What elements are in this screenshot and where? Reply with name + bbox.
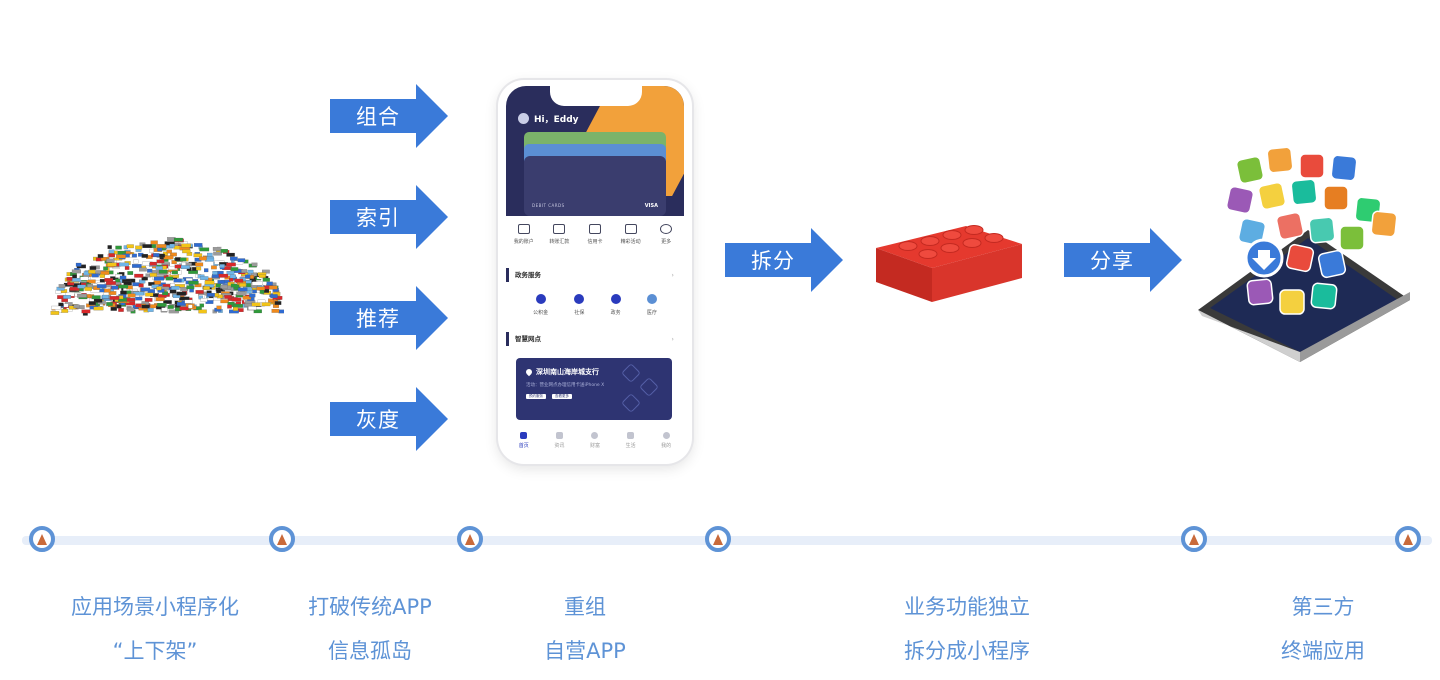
arrow-gray-release: 灰度 bbox=[330, 387, 448, 451]
bottom-tab-bar: 首页 资讯 财富 生活 我的 bbox=[506, 432, 684, 449]
hexagon-decor bbox=[621, 363, 641, 383]
timeline-node bbox=[1394, 525, 1422, 553]
location-pin-icon bbox=[524, 367, 534, 377]
arrow-label: 推荐 bbox=[356, 307, 400, 331]
news-icon bbox=[555, 432, 563, 439]
wealth-icon bbox=[591, 432, 599, 439]
life-icon bbox=[627, 432, 635, 439]
view-more-button[interactable]: 查看更多 bbox=[552, 394, 572, 399]
gift-icon bbox=[624, 224, 637, 234]
branch-subtitle: 活动：营业网点办理信用卡送iPhone X bbox=[526, 383, 605, 388]
hexagon-decor bbox=[621, 393, 641, 413]
arrow-combine: 组合 bbox=[330, 84, 448, 148]
timeline-node bbox=[28, 525, 56, 553]
arrow-split: 拆分 bbox=[725, 228, 843, 292]
section-gov-services[interactable]: 政务服务› bbox=[506, 268, 684, 282]
social-security-icon bbox=[574, 294, 585, 304]
arrow-label: 灰度 bbox=[356, 408, 400, 432]
account-icon bbox=[517, 224, 530, 234]
government-icon bbox=[610, 294, 621, 304]
tab-life[interactable]: 生活 bbox=[626, 432, 636, 449]
phone-header: Hi，Eddy DEBIT CARDS VISA bbox=[506, 86, 684, 216]
quick-action-credit-card[interactable]: 信用卡 bbox=[578, 224, 612, 245]
tab-home[interactable]: 首页 bbox=[519, 432, 529, 449]
gov-item-social-security[interactable]: 社保 bbox=[574, 294, 584, 316]
gov-item-medical[interactable]: 医疗 bbox=[646, 294, 657, 316]
arrow-share: 分享 bbox=[1064, 228, 1182, 292]
quick-actions: 我的账户 转账汇款 信用卡 精彩活动 更多 bbox=[506, 224, 684, 245]
chevron-right-icon: › bbox=[671, 271, 674, 279]
transfer-icon bbox=[553, 224, 566, 234]
card-brand-text: VISA bbox=[644, 203, 658, 209]
timeline-node bbox=[704, 525, 732, 553]
branch-name: 深圳南山海岸城支行 bbox=[536, 368, 599, 376]
card-type-text: DEBIT CARDS bbox=[532, 203, 565, 208]
home-icon bbox=[520, 432, 528, 439]
user-icon bbox=[662, 432, 670, 439]
arrow-label: 分享 bbox=[1090, 249, 1134, 273]
medical-icon bbox=[646, 294, 657, 304]
branch-card[interactable]: 深圳南山海岸城支行 活动：营业网点办理信用卡送iPhone X 预约服务 查看更… bbox=[516, 358, 672, 420]
timeline-node bbox=[456, 525, 484, 553]
section-smart-branch[interactable]: 智慧网点› bbox=[506, 332, 684, 346]
gov-services-grid: 公积金 社保 政务 医疗 bbox=[506, 294, 684, 316]
arrow-index: 索引 bbox=[330, 185, 448, 249]
caption-third-party: 第三方 终端应用 bbox=[1281, 595, 1365, 663]
arrow-label: 索引 bbox=[356, 206, 400, 230]
quick-action-events[interactable]: 精彩活动 bbox=[614, 224, 648, 245]
caption-scene-miniapp: 应用场景小程序化 “上下架” bbox=[71, 595, 239, 663]
arrow-recommend: 推荐 bbox=[330, 286, 448, 350]
caption-business-split: 业务功能独立 拆分成小程序 bbox=[904, 595, 1030, 663]
quick-action-transfer[interactable]: 转账汇款 bbox=[542, 224, 576, 245]
phone-mockup: Hi，Eddy DEBIT CARDS VISA 我的账户 转账汇款 信用卡 精… bbox=[498, 80, 692, 464]
caption-break-silos: 打破传统APP 信息孤岛 bbox=[308, 595, 432, 663]
timeline-node bbox=[268, 525, 296, 553]
quick-action-account[interactable]: 我的账户 bbox=[507, 224, 541, 245]
gov-item-government[interactable]: 政务 bbox=[610, 294, 621, 316]
red-lego-brick-image bbox=[870, 212, 1030, 308]
caption-reorganize: 重组 自营APP bbox=[544, 595, 626, 663]
arrow-label: 拆分 bbox=[751, 249, 795, 273]
hexagon-decor bbox=[639, 377, 659, 397]
lego-bricks-pile-image bbox=[44, 232, 289, 316]
smartphone-with-apps-image bbox=[1188, 140, 1418, 369]
arrow-label: 组合 bbox=[356, 105, 400, 129]
chevron-right-icon: › bbox=[671, 335, 674, 343]
avatar-icon bbox=[518, 113, 529, 124]
housing-fund-icon bbox=[535, 294, 546, 304]
greeting-text: Hi，Eddy bbox=[534, 115, 579, 125]
grid-icon bbox=[660, 224, 673, 234]
tab-wealth[interactable]: 财富 bbox=[590, 432, 600, 449]
credit-card-icon bbox=[588, 224, 601, 234]
quick-action-more[interactable]: 更多 bbox=[649, 224, 683, 245]
bank-card[interactable]: DEBIT CARDS VISA bbox=[524, 156, 666, 216]
tab-news[interactable]: 资讯 bbox=[554, 432, 564, 449]
tab-mine[interactable]: 我的 bbox=[661, 432, 671, 449]
timeline-node bbox=[1180, 525, 1208, 553]
gov-item-housing-fund[interactable]: 公积金 bbox=[533, 294, 548, 316]
book-service-button[interactable]: 预约服务 bbox=[526, 394, 546, 399]
